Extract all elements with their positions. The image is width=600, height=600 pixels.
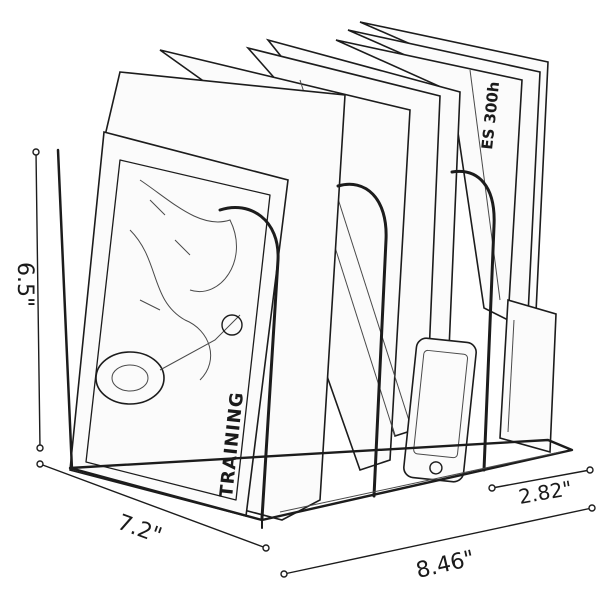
front-magazine: TRAINING <box>69 71 346 521</box>
depth-label: 8.46" <box>414 546 477 584</box>
front-width-label: 7.2" <box>114 510 165 549</box>
dimension-height: 6.5" <box>12 148 44 452</box>
dimension-depth: 8.46" <box>280 504 596 584</box>
height-label: 6.5" <box>12 262 37 307</box>
organizer-frame <box>56 148 574 529</box>
side-block <box>499 298 557 454</box>
dimension-slot-depth: 2.82" <box>488 466 594 509</box>
slot-depth-label: 2.82" <box>517 476 574 509</box>
